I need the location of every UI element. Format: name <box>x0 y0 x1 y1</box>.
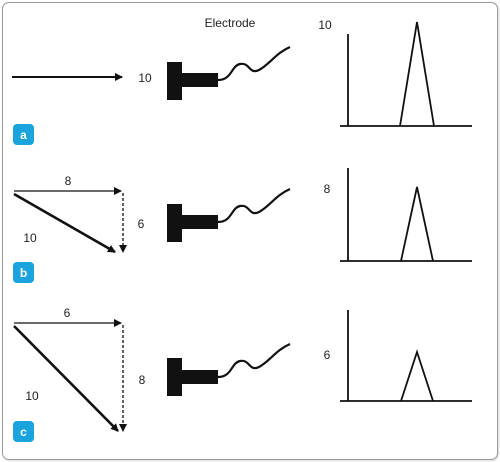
svg-text:a: a <box>20 128 27 142</box>
horizontal-component-label: 6 <box>64 306 71 320</box>
title-electrode: Electrode <box>205 16 256 30</box>
horizontal-component-label: 8 <box>65 174 72 188</box>
electrode-icon <box>167 342 291 396</box>
waveform-plot <box>340 21 472 127</box>
badge-c: c <box>13 421 34 442</box>
svg-text:b: b <box>20 266 27 280</box>
row-a: 10 10 a <box>12 18 472 145</box>
electrode-icon <box>167 187 291 242</box>
electrode-value-label: 8 <box>139 373 146 387</box>
row-b: 8 10 6 8 b <box>13 168 472 283</box>
waveform-plot <box>340 310 472 402</box>
badge-a: a <box>13 124 34 145</box>
electrode-value-label: 10 <box>138 71 152 85</box>
peak-value-label: 10 <box>318 18 332 32</box>
electrode-value-label: 6 <box>138 217 145 231</box>
row-c: 6 10 8 6 c <box>13 306 472 442</box>
peak-value-label: 6 <box>324 348 331 362</box>
resultant-label: 10 <box>25 389 39 403</box>
waveform-plot <box>340 168 472 262</box>
electrode-icon <box>167 45 291 100</box>
resultant-vector-arrow <box>13 325 119 432</box>
resultant-label: 10 <box>23 231 37 245</box>
badge-b: b <box>13 262 34 283</box>
resultant-vector-arrow <box>13 192 116 254</box>
svg-text:c: c <box>20 425 27 439</box>
peak-value-label: 8 <box>324 182 331 196</box>
